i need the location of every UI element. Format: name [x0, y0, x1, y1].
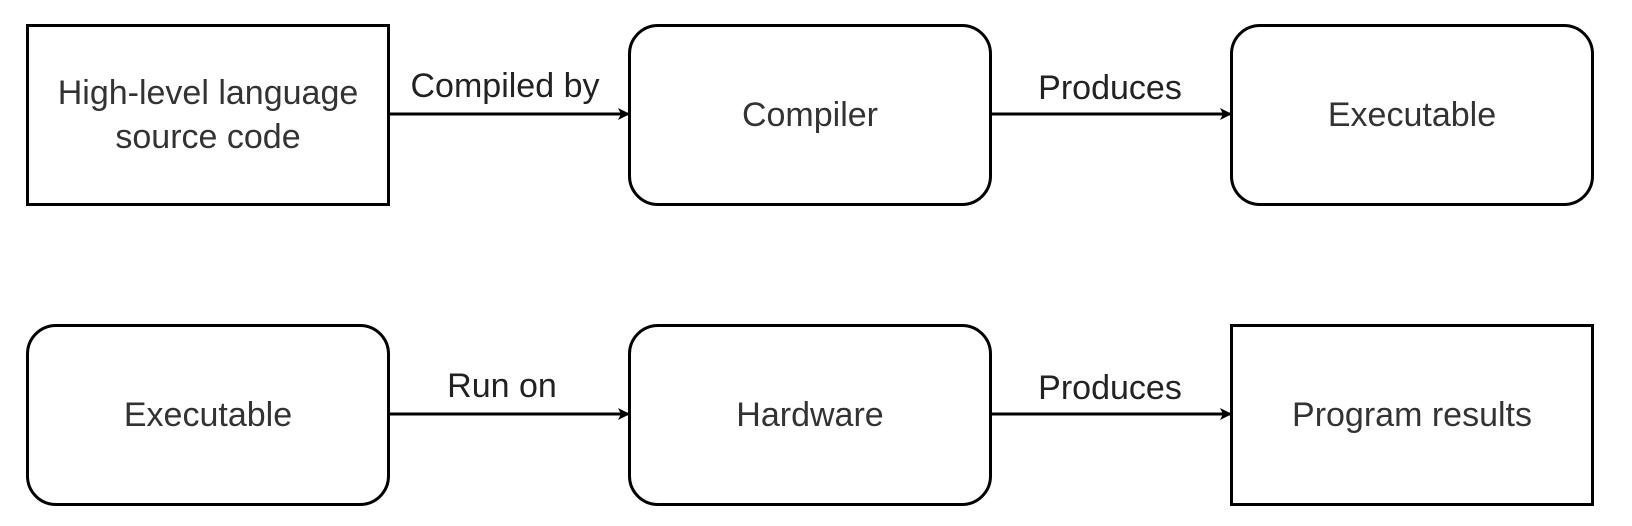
node-compiler-label: Compiler	[741, 96, 879, 134]
node-executable-bottom-label: Executable	[123, 396, 293, 434]
edge-label-produces-bottom: Produces	[1038, 368, 1182, 408]
node-source-code: High-level language source code	[26, 24, 390, 206]
node-executable-bottom: Executable	[26, 324, 390, 506]
node-program-results-label: Program results	[1292, 396, 1532, 434]
edge-label-compiled-by: Compiled by	[410, 66, 600, 106]
node-source-code-label: High-level language source code	[57, 74, 359, 156]
node-hardware-label: Hardware	[736, 396, 884, 434]
edge-label-produces-top: Produces	[1038, 68, 1182, 108]
node-program-results: Program results	[1230, 324, 1594, 506]
node-hardware: Hardware	[628, 324, 992, 506]
node-executable-top: Executable	[1230, 24, 1594, 206]
node-executable-top-label: Executable	[1327, 96, 1497, 134]
edge-label-run-on: Run on	[447, 366, 557, 406]
node-compiler: Compiler	[628, 24, 992, 206]
